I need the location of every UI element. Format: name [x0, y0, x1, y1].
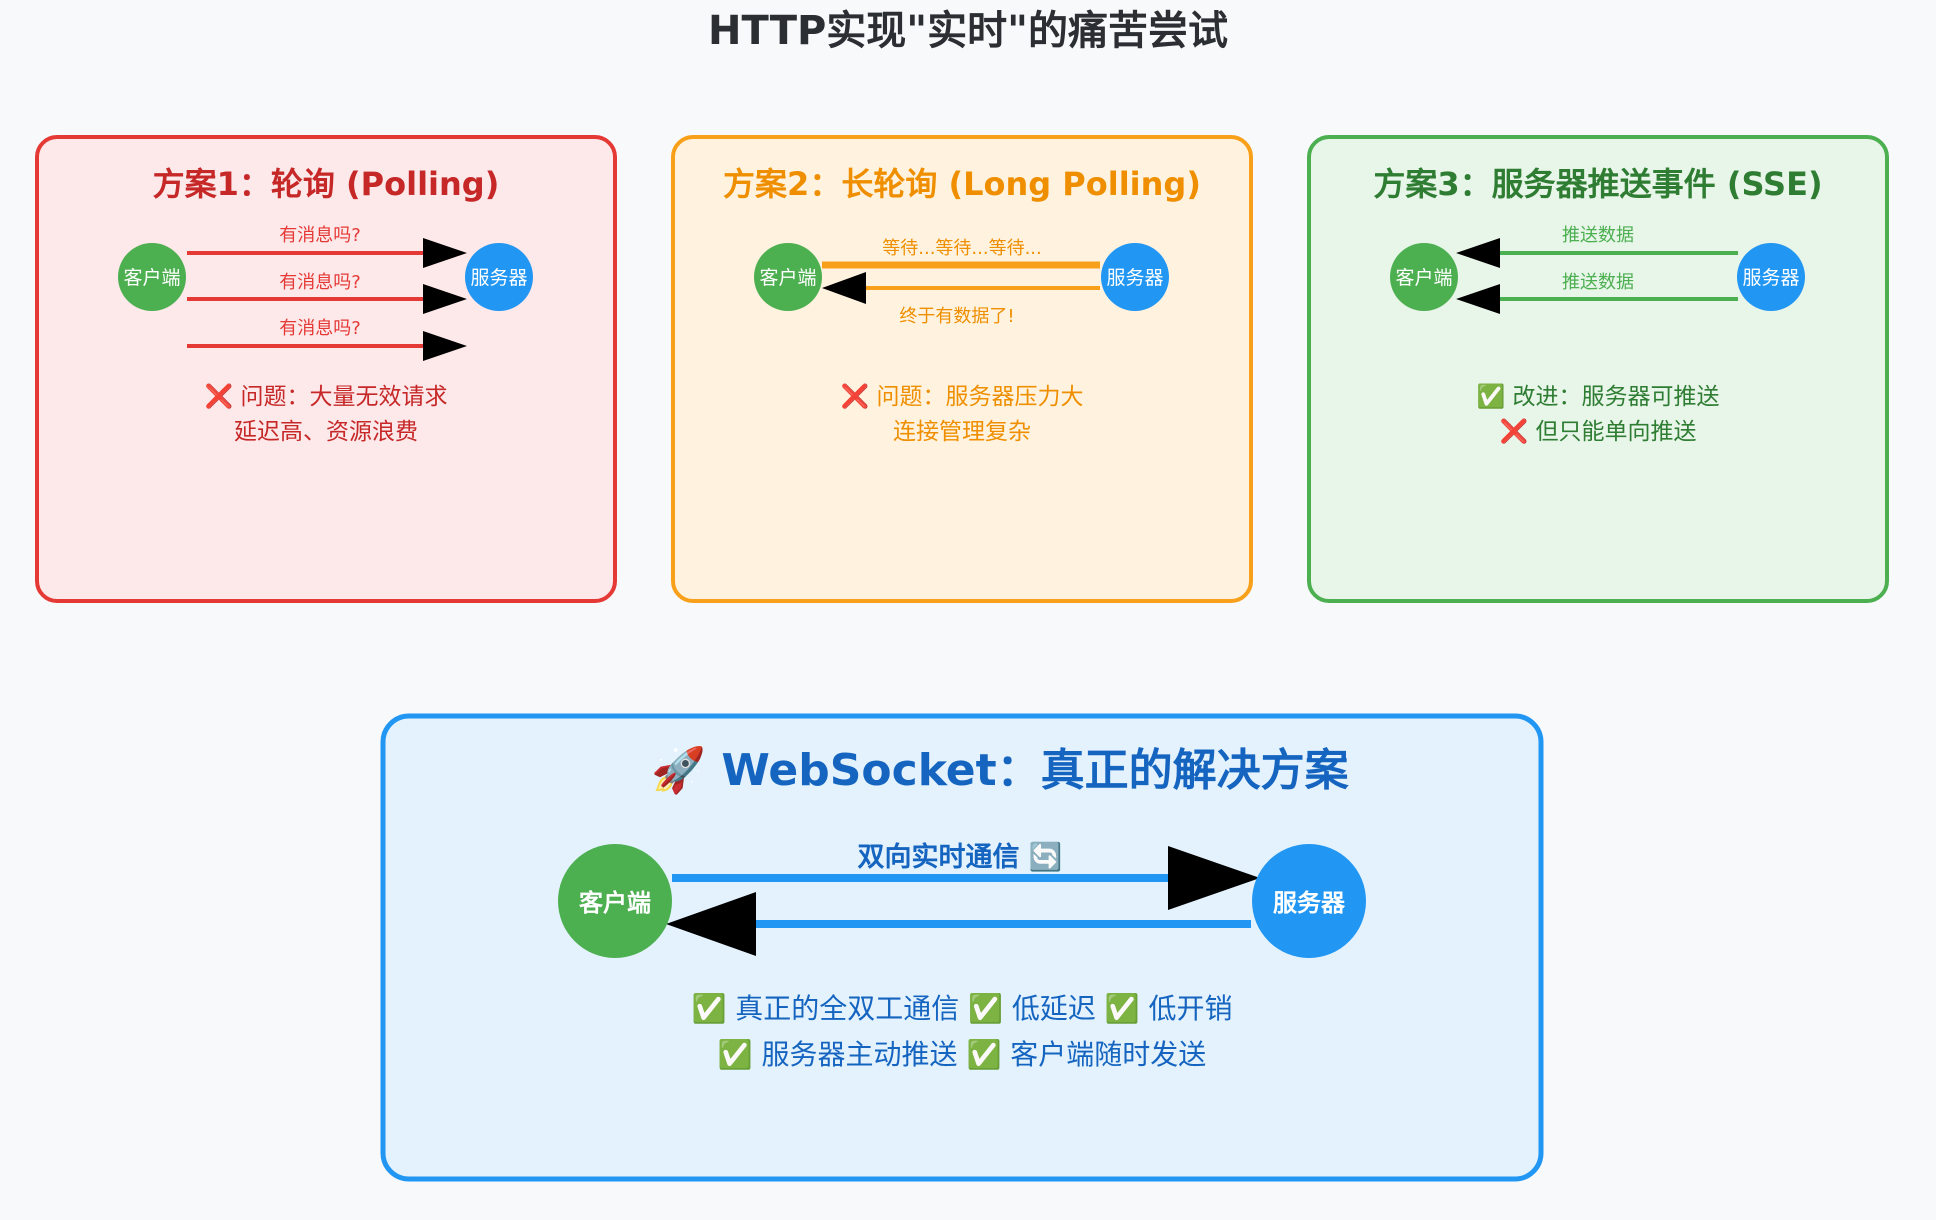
websocket-heading: 🚀 WebSocket：真正的解决方案 — [651, 745, 1349, 796]
client-label: 客户端 — [123, 267, 180, 289]
arrow-label: 有消息吗? — [279, 272, 361, 293]
server-node — [1252, 844, 1366, 958]
arrowhead — [1168, 846, 1260, 910]
arrow-label: 终于有数据了! — [899, 306, 1014, 327]
improvement-note: ✅ 改进：服务器可推送 — [1477, 383, 1720, 410]
page-title: HTTP实现"实时"的痛苦尝试 — [708, 8, 1228, 54]
benefits-line: ✅ 真正的全双工通信 ✅ 低延迟 ✅ 低开销 — [691, 992, 1232, 1025]
panel-heading: 方案2：长轮询 (Long Polling) — [723, 165, 1201, 203]
problem-note: 延迟高、资源浪费 — [234, 419, 418, 445]
panel-long-polling-box — [671, 135, 1253, 603]
client-node — [1390, 243, 1458, 311]
server-node — [1101, 243, 1169, 311]
server-label: 服务器 — [470, 267, 527, 289]
problem-note: ❌ 问题：大量无效请求 — [205, 383, 448, 410]
client-label: 客户端 — [759, 267, 816, 289]
server-label: 服务器 — [1742, 267, 1799, 289]
server-node — [465, 243, 533, 311]
client-label: 客户端 — [579, 889, 651, 917]
panel-websocket: 🚀 WebSocket：真正的解决方案 双向实时通信 🔄 客户端 服务器 ✅ 真… — [380, 713, 1544, 1182]
panel-websocket-box — [380, 713, 1544, 1182]
arrowhead — [822, 272, 866, 304]
problem-note: ❌ 但只能单向推送 — [1500, 418, 1697, 445]
arrowhead — [1456, 284, 1500, 314]
client-node — [754, 243, 822, 311]
problem-note: 连接管理复杂 — [893, 419, 1031, 445]
client-node — [118, 243, 186, 311]
panel-sse-box — [1307, 135, 1889, 603]
panel-sse: 方案3：服务器推送事件 (SSE) 推送数据 推送数据 客户端 服务器 ✅ 改进… — [1307, 135, 1889, 603]
server-node — [1737, 243, 1805, 311]
panel-polling-box — [35, 135, 617, 603]
panel-heading: 方案3：服务器推送事件 (SSE) — [1373, 165, 1822, 203]
arrowhead — [423, 284, 467, 314]
arrowhead — [423, 238, 467, 268]
arrowhead — [423, 331, 467, 361]
server-label: 服务器 — [1273, 889, 1346, 917]
client-node — [558, 844, 672, 958]
panel-long-polling: 方案2：长轮询 (Long Polling) 等待...等待...等待... 终… — [671, 135, 1253, 603]
arrow-label: 推送数据 — [1562, 272, 1634, 293]
arrowhead — [666, 892, 756, 956]
arrow-label: 推送数据 — [1562, 225, 1634, 246]
problem-note: ❌ 问题：服务器压力大 — [841, 383, 1084, 410]
benefits-line: ✅ 服务器主动推送 ✅ 客户端随时发送 — [718, 1038, 1206, 1071]
panel-heading: 方案1：轮询 (Polling) — [153, 165, 500, 203]
server-label: 服务器 — [1106, 267, 1163, 289]
duplex-label: 双向实时通信 🔄 — [857, 841, 1062, 873]
arrow-label: 等待...等待...等待... — [882, 238, 1042, 259]
client-label: 客户端 — [1395, 267, 1452, 289]
panel-polling: 方案1：轮询 (Polling) 有消息吗? 有消息吗? 有消息吗? 客户端 服… — [35, 135, 617, 603]
arrowhead — [1456, 238, 1500, 268]
arrow-label: 有消息吗? — [279, 225, 361, 246]
arrow-label: 有消息吗? — [279, 318, 361, 339]
